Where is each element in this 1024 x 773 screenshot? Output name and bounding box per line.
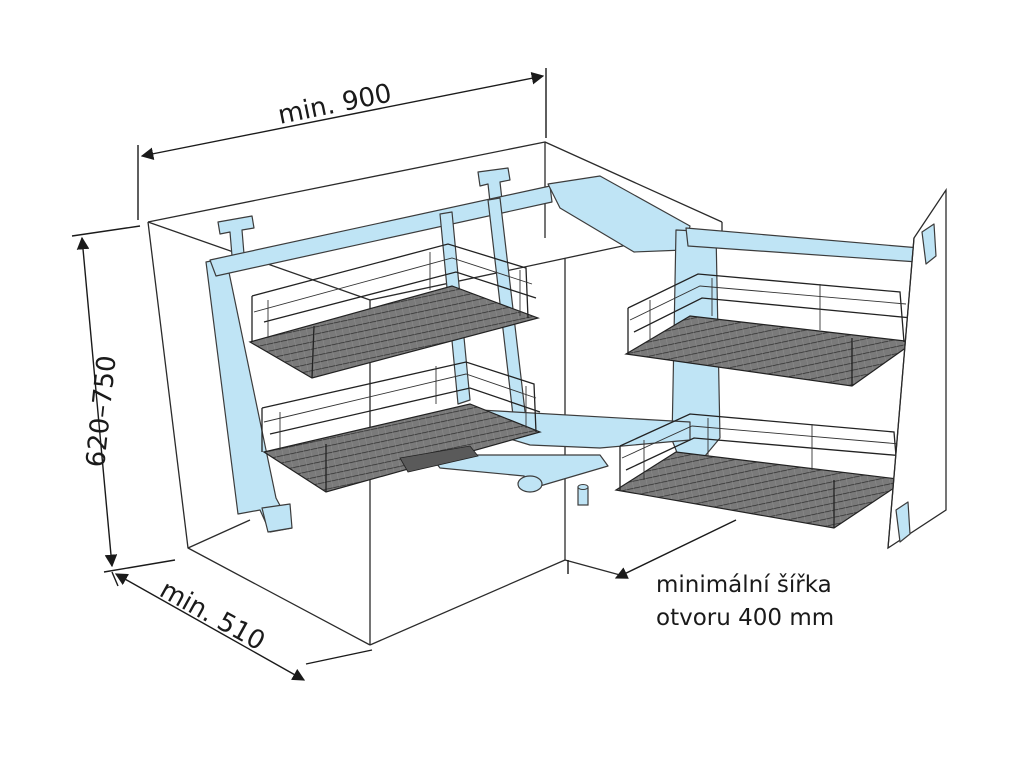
width-dimension-label: min. 900 <box>275 78 394 130</box>
opening-label-line2: otvoru 400 mm <box>656 605 834 631</box>
opening-dimension: minimální šířka otvoru 400 mm <box>567 519 834 631</box>
basket-right-lower <box>614 413 908 529</box>
basket-left-lower <box>261 361 542 493</box>
height-dimension-label: 620–750 <box>81 354 123 469</box>
basket-left-upper <box>248 243 540 379</box>
basket-right-upper <box>624 273 916 387</box>
open-door <box>887 187 947 550</box>
height-dimension: 620–750 <box>71 225 176 573</box>
opening-label-line1: minimální šířka <box>656 572 832 598</box>
pullout-frame <box>205 167 921 533</box>
width-dimension: min. 900 <box>137 68 547 220</box>
depth-dimension-label: min. 510 <box>155 575 270 657</box>
